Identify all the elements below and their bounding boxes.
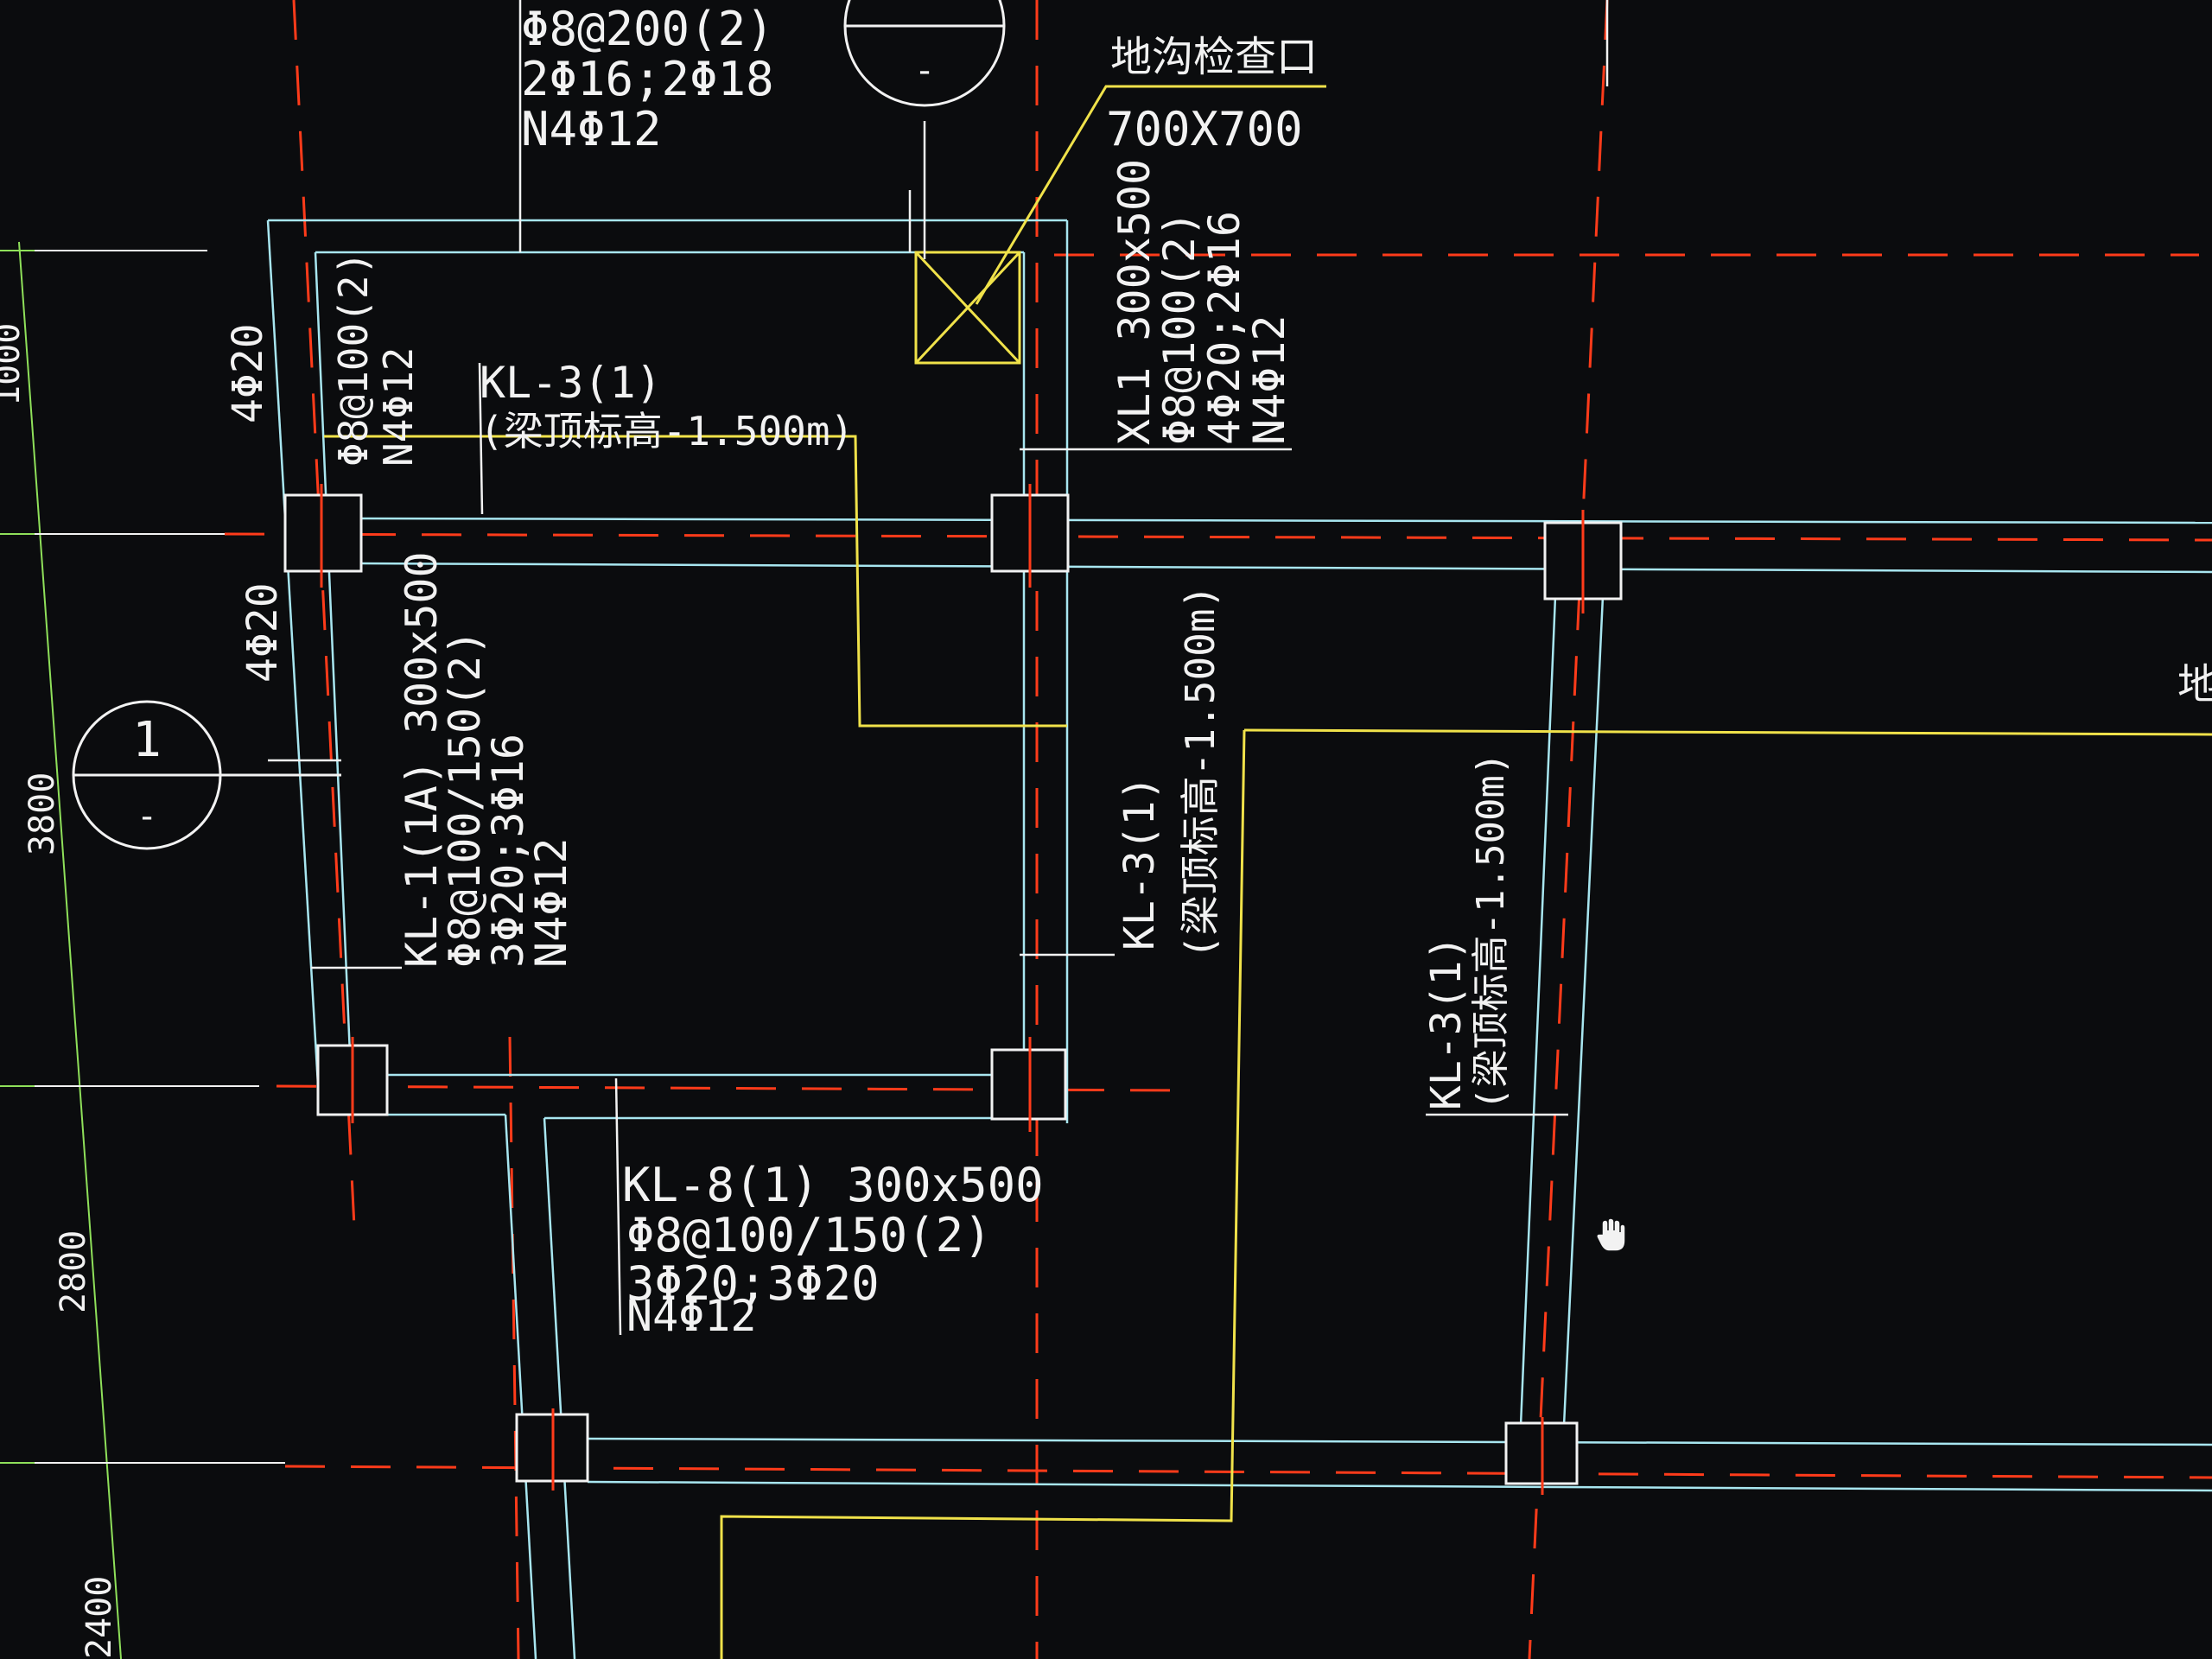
annotation-leaders [268, 0, 1609, 1336]
hand-pan-icon[interactable] [1596, 1217, 1626, 1252]
section-marker-top[interactable]: - [843, 0, 1006, 107]
dimension-2800: 2800 [54, 1230, 93, 1313]
dimension-1000: 1000 [0, 323, 28, 406]
dimension-2400: 2400 [79, 1576, 119, 1659]
dimension-3800-text: 3800 [22, 772, 62, 855]
section-sub-top: - [914, 51, 935, 91]
kl3-top-name: KL-3(1) [480, 358, 662, 408]
section-number: 1 [132, 712, 162, 768]
inspection-size: 700X700 [1106, 102, 1303, 156]
left-stirrup-annotation[interactable]: Φ8@100(2) N4Φ12 [330, 251, 422, 467]
dimension-2800-text: 2800 [54, 1230, 93, 1313]
xl1-annotation[interactable]: XL1 300x500 Φ8@100(2) 4Φ20;2Φ16 N4Φ12 [1109, 159, 1294, 445]
dimension-extension-lines [35, 250, 285, 1464]
kl3-middle-elev: (梁顶标高-1.500m) [1177, 585, 1224, 959]
kl3-right-elev: (梁顶标高-1.500m) [1469, 753, 1513, 1110]
kl8-line4: N4Φ12 [626, 1291, 757, 1341]
kl3-top-annotation[interactable]: KL-3(1) (梁顶标高-1.500m) [480, 358, 854, 454]
kl8-line2: Φ8@100/150(2) [626, 1208, 992, 1262]
xl1-line1: XL1 300x500 [1109, 159, 1160, 445]
kl8-line1: KL-8(1) 300x500 [622, 1158, 1044, 1212]
left-rebar-lower-text: 4Φ20 [238, 582, 287, 683]
kl3-middle-annotation[interactable]: KL-3(1) (梁顶标高-1.500m) [1116, 585, 1224, 959]
kl3-top-elev: (梁顶标高-1.500m) [480, 408, 854, 454]
kl1-line1: KL-1(1A) 300x500 [397, 551, 447, 968]
left-rebar-upper-text: 4Φ20 [224, 323, 272, 423]
dimension-3800: 3800 [22, 772, 62, 855]
inspection-opening-label[interactable]: 地沟检查口 700X700 [1106, 33, 1318, 156]
xl1-line4: N4Φ12 [1244, 315, 1294, 445]
column-axis-ticks [320, 484, 1585, 1495]
left-stirrup-line2: N4Φ12 [375, 347, 422, 467]
xl1-line2: Φ8@100(2) [1154, 211, 1205, 445]
dimension-2400-text: 2400 [79, 1576, 119, 1659]
top-rebar-annotation[interactable]: Φ8@200(2) 2Φ16;2Φ18 N4Φ12 [521, 2, 774, 156]
top-rebar-line1: Φ8@200(2) [521, 2, 774, 56]
kl1-line4: N4Φ12 [526, 837, 576, 968]
kl3-middle-name: KL-3(1) [1116, 776, 1164, 950]
inspection-opening-box [914, 251, 1021, 365]
dimension-1000-text: 1000 [0, 323, 28, 406]
top-rebar-line3: N4Φ12 [521, 102, 662, 156]
kl1-line2: Φ8@100/150(2) [440, 630, 490, 968]
left-stirrup-line1: Φ8@100(2) [330, 251, 377, 467]
kl8-line3: 3Φ20;3Φ20 [626, 1256, 880, 1311]
inspection-title: 地沟检查口 [1110, 33, 1318, 81]
section-marker-left[interactable]: 1 - [72, 700, 341, 850]
xl1-line3: 4Φ20;2Φ16 [1199, 211, 1249, 445]
edge-label-clipped: 地 [2177, 660, 2212, 709]
left-column-rebar-upper[interactable]: 4Φ20 [224, 323, 272, 423]
kl3-right-name: KL-3(1) [1422, 936, 1471, 1110]
top-rebar-line2: 2Φ16;2Φ18 [521, 52, 774, 106]
beam-outlines [266, 219, 2212, 1659]
kl8-annotation[interactable]: KL-8(1) 300x500 Φ8@100/150(2) 3Φ20;3Φ20 … [622, 1158, 1044, 1341]
leader-lines [324, 85, 2212, 1659]
kl3-right-annotation[interactable]: KL-3(1) (梁顶标高-1.500m) [1422, 753, 1513, 1110]
left-column-rebar-lower[interactable]: 4Φ20 [238, 582, 287, 683]
section-sub: - [137, 797, 157, 836]
kl1-line3: 3Φ20;3Φ16 [483, 734, 533, 968]
kl1-annotation[interactable]: KL-1(1A) 300x500 Φ8@100/150(2) 3Φ20;3Φ16… [397, 551, 576, 968]
